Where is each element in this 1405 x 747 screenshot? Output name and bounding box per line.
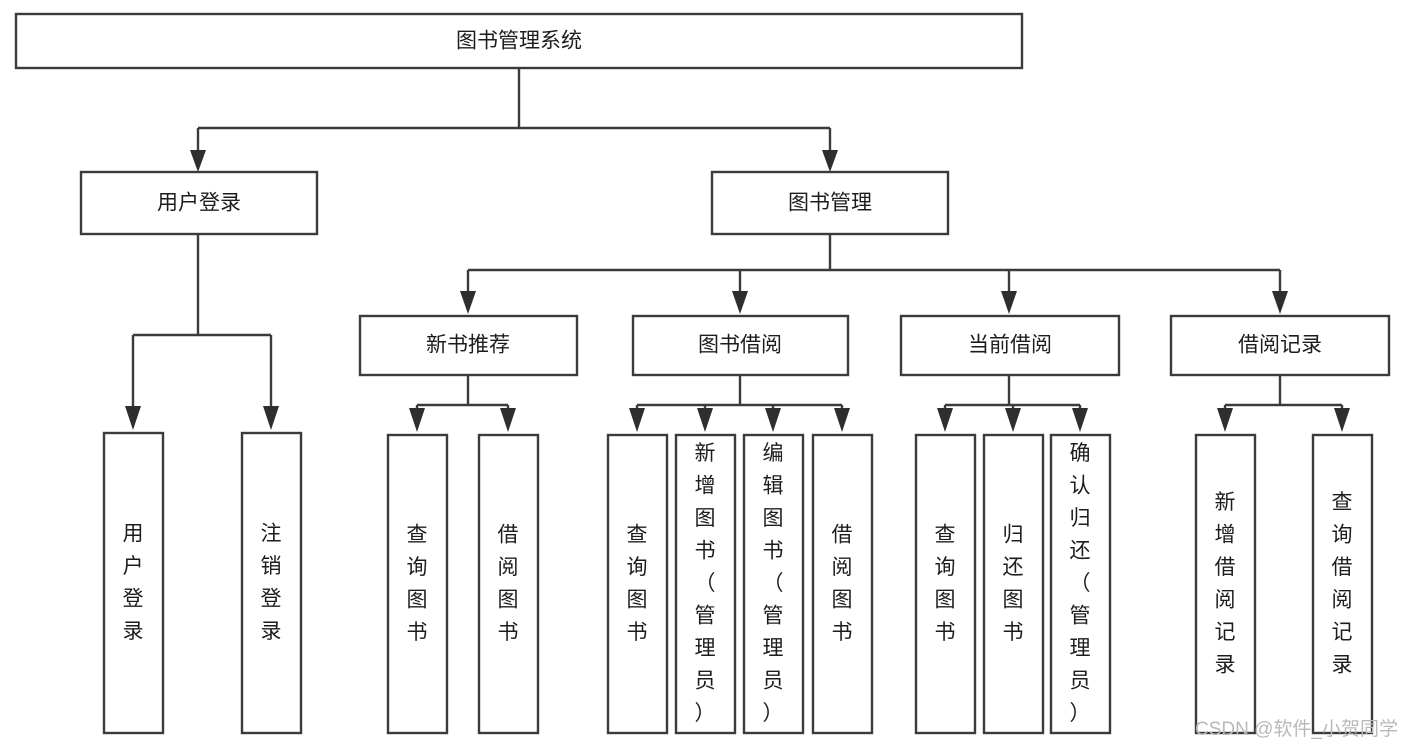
arrow-head-icon — [1072, 408, 1088, 432]
node-level1-user-login-label: 用户登录 — [157, 192, 241, 215]
node-leaf-query-book-borrow[interactable]: 查询图书 — [606, 433, 669, 735]
node-leaf-box[interactable] — [477, 433, 540, 735]
arrow-head-icon — [190, 150, 206, 172]
node-level2-new-book-recommend-label: 新书推荐 — [426, 334, 510, 357]
node-level2-borrow-record-label: 借阅记录 — [1238, 334, 1322, 357]
arrow-head-icon — [1334, 408, 1350, 432]
connector-group-bookmgmt-children — [460, 233, 1288, 314]
node-leaf-box[interactable] — [811, 433, 874, 735]
node-level2-current-borrow-box[interactable] — [899, 314, 1121, 377]
node-level2-new-book-recommend[interactable]: 新书推荐 — [358, 314, 579, 377]
node-leaf-box[interactable] — [742, 433, 805, 735]
node-leaf-box[interactable] — [606, 433, 669, 735]
node-leaf-label: 注销登录 — [261, 522, 282, 643]
node-leaf-box[interactable] — [982, 433, 1045, 735]
arrow-head-icon — [834, 408, 850, 432]
arrow-head-icon — [263, 406, 279, 430]
node-level2-current-borrow-label: 当前借阅 — [968, 334, 1052, 357]
node-leaf-label: 用户登录 — [123, 522, 144, 643]
node-root-book-management-system[interactable]: 图书管理系统 — [14, 12, 1024, 70]
node-level2-borrow-record[interactable]: 借阅记录 — [1169, 314, 1391, 377]
connector-group-record-children — [1217, 375, 1350, 432]
connector-group-borrow-children — [629, 375, 850, 432]
arrow-head-icon — [822, 150, 838, 172]
node-leaf-box[interactable] — [674, 433, 737, 735]
node-leaf-add-borrow-record[interactable]: 新增借阅记录 — [1194, 433, 1257, 735]
arrow-head-icon — [765, 408, 781, 432]
node-leaf-borrow-book-newbook[interactable]: 借阅图书 — [477, 433, 540, 735]
node-leaf-box[interactable] — [1311, 433, 1374, 735]
node-root-label: 图书管理系统 — [456, 30, 582, 53]
node-level2-book-borrow-label: 图书借阅 — [698, 334, 782, 357]
connector-group-newbook-children — [409, 375, 516, 432]
node-leaf-query-book-newbook[interactable]: 查询图书 — [386, 433, 449, 735]
node-leaf-label: 确认归还（管理员） — [1070, 442, 1091, 725]
node-leaf-box[interactable] — [102, 431, 165, 735]
node-leaf-label: 借阅图书 — [832, 523, 853, 644]
node-level1-user-login-box[interactable] — [79, 170, 319, 236]
node-leaf-confirm-return-admin[interactable]: 确认归还（管理员） — [1049, 433, 1112, 735]
node-leaf-label: 借阅图书 — [498, 523, 519, 644]
node-leaf-label: 归还图书 — [1003, 523, 1024, 644]
node-leaf-label: 编辑图书（管理员） — [763, 442, 784, 725]
node-leaf-box[interactable] — [1049, 433, 1112, 735]
node-level2-book-borrow[interactable]: 图书借阅 — [631, 314, 850, 377]
connector-group-userlogin-children — [125, 234, 279, 430]
node-level1-book-management-box[interactable] — [710, 170, 950, 236]
node-leaf-label: 查询借阅记录 — [1332, 491, 1353, 677]
arrow-head-icon — [409, 408, 425, 432]
node-leaf-box[interactable] — [240, 431, 303, 735]
node-leaf-label: 新增图书（管理员） — [695, 442, 716, 725]
arrow-head-icon — [1005, 408, 1021, 432]
node-level1-user-login[interactable]: 用户登录 — [79, 170, 319, 236]
arrow-head-icon — [460, 291, 476, 314]
node-leaf-label: 新增借阅记录 — [1215, 491, 1236, 677]
node-leaf-box[interactable] — [914, 433, 977, 735]
arrow-head-icon — [1272, 291, 1288, 314]
node-leaf-return-book[interactable]: 归还图书 — [982, 433, 1045, 735]
node-leaf-box[interactable] — [1194, 433, 1257, 735]
node-leaf-query-book-current[interactable]: 查询图书 — [914, 433, 977, 735]
node-leaf-query-borrow-record[interactable]: 查询借阅记录 — [1311, 433, 1374, 735]
node-level2-current-borrow[interactable]: 当前借阅 — [899, 314, 1121, 377]
watermark-label: CSDN @软件_小贺同学 — [1195, 718, 1398, 740]
arrow-head-icon — [500, 408, 516, 432]
node-level2-borrow-record-box[interactable] — [1169, 314, 1391, 377]
node-level2-book-borrow-box[interactable] — [631, 314, 850, 377]
arrow-head-icon — [1217, 408, 1233, 432]
node-leaf-add-book-admin[interactable]: 新增图书（管理员） — [674, 433, 737, 735]
node-level2-new-book-recommend-box[interactable] — [358, 314, 579, 377]
connector-group-root-to-level1 — [190, 68, 838, 172]
node-leaf-label: 查询图书 — [935, 523, 956, 644]
node-level1-book-management[interactable]: 图书管理 — [710, 170, 950, 236]
node-root-box[interactable] — [14, 12, 1024, 70]
node-leaf-label: 查询图书 — [407, 523, 428, 644]
node-leaf-user-login[interactable]: 用户登录 — [102, 431, 165, 735]
arrow-head-icon — [629, 408, 645, 432]
arrow-head-icon — [125, 406, 141, 430]
arrow-head-icon — [1001, 291, 1017, 314]
node-leaf-logout[interactable]: 注销登录 — [240, 431, 303, 735]
arrow-head-icon — [697, 408, 713, 432]
node-leaf-label: 查询图书 — [627, 523, 648, 644]
arrow-head-icon — [937, 408, 953, 432]
node-leaf-borrow-book-borrow[interactable]: 借阅图书 — [811, 433, 874, 735]
node-leaf-box[interactable] — [386, 433, 449, 735]
arrow-head-icon — [732, 291, 748, 314]
node-leaf-edit-book-admin[interactable]: 编辑图书（管理员） — [742, 433, 805, 735]
node-level1-book-management-label: 图书管理 — [788, 192, 872, 215]
connector-group-current-children — [937, 375, 1088, 432]
